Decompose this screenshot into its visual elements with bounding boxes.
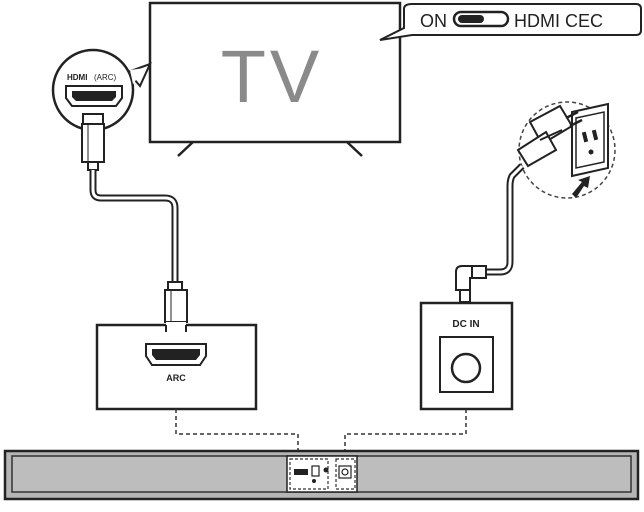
hdmi-logo-text: HDMI: [67, 73, 87, 82]
tv-label: TV: [221, 35, 324, 118]
hdmi-plug-icon: [82, 114, 104, 170]
soundbar: [5, 451, 638, 499]
dc-in-panel: DC IN: [421, 303, 512, 409]
hdmi-port-icon: [146, 344, 206, 365]
wall-socket-icon: [572, 104, 608, 176]
arc-port-text: (ARC): [94, 73, 117, 82]
tv-hdmi-arc-port-callout: HDMI (ARC): [53, 50, 150, 170]
soundbar-arc-panel: ARC: [97, 322, 256, 409]
arc-label: ARC: [166, 373, 186, 383]
hdmi-cec-callout: ON HDMI CEC: [380, 4, 641, 40]
dc-in-label: DC IN: [452, 319, 479, 330]
dc-cable: [456, 166, 522, 310]
on-label: ON: [420, 11, 447, 31]
toggle-switch-icon: [454, 12, 508, 26]
wall-socket-callout: [518, 102, 615, 198]
hdmi-cable: [93, 170, 187, 332]
hdmi-port-icon: [66, 86, 122, 106]
leader-lines: [176, 409, 466, 456]
hdmi-cec-label: HDMI CEC: [514, 11, 603, 31]
tv: TV: [150, 3, 400, 156]
